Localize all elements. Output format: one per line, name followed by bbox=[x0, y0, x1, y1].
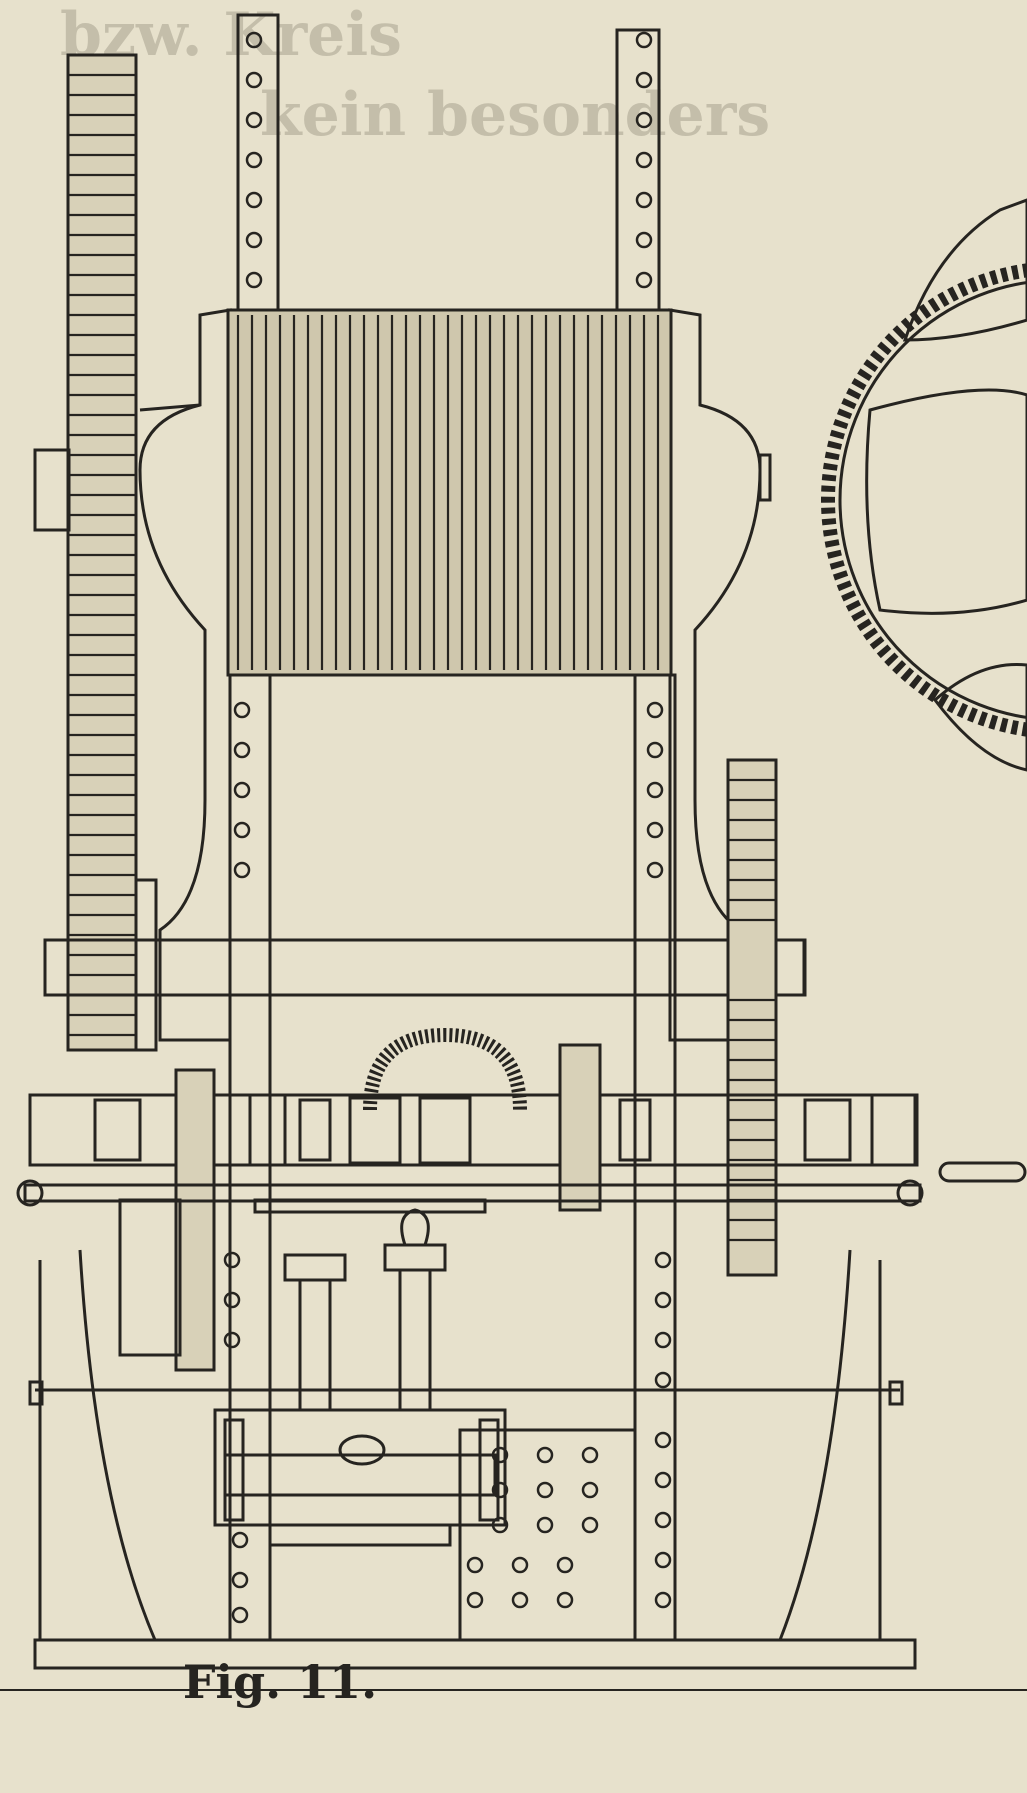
drum-frame bbox=[138, 308, 772, 1042]
drum-grooves bbox=[236, 315, 660, 670]
right-gear-wheel bbox=[726, 758, 806, 1277]
base-frame bbox=[0, 1249, 1027, 1691]
large-spur-gear bbox=[821, 198, 1027, 772]
left-gear-wheel bbox=[33, 53, 158, 1052]
left-gear-teeth bbox=[68, 73, 136, 1037]
figure-caption: Fig. 11. bbox=[182, 1655, 378, 1709]
control-lever-handle-icon bbox=[938, 1161, 1027, 1183]
perforated-plate bbox=[458, 1428, 637, 1642]
upper-strip-holes bbox=[245, 31, 653, 289]
winding-drum bbox=[226, 308, 673, 677]
bleed-through-text: bzw. Kreis kein besonders bbox=[60, 0, 770, 150]
gear-train-shaft bbox=[28, 1027, 919, 1372]
engine-assembly bbox=[118, 1198, 507, 1547]
bleed-text-line-2: kein besonders bbox=[260, 80, 770, 150]
